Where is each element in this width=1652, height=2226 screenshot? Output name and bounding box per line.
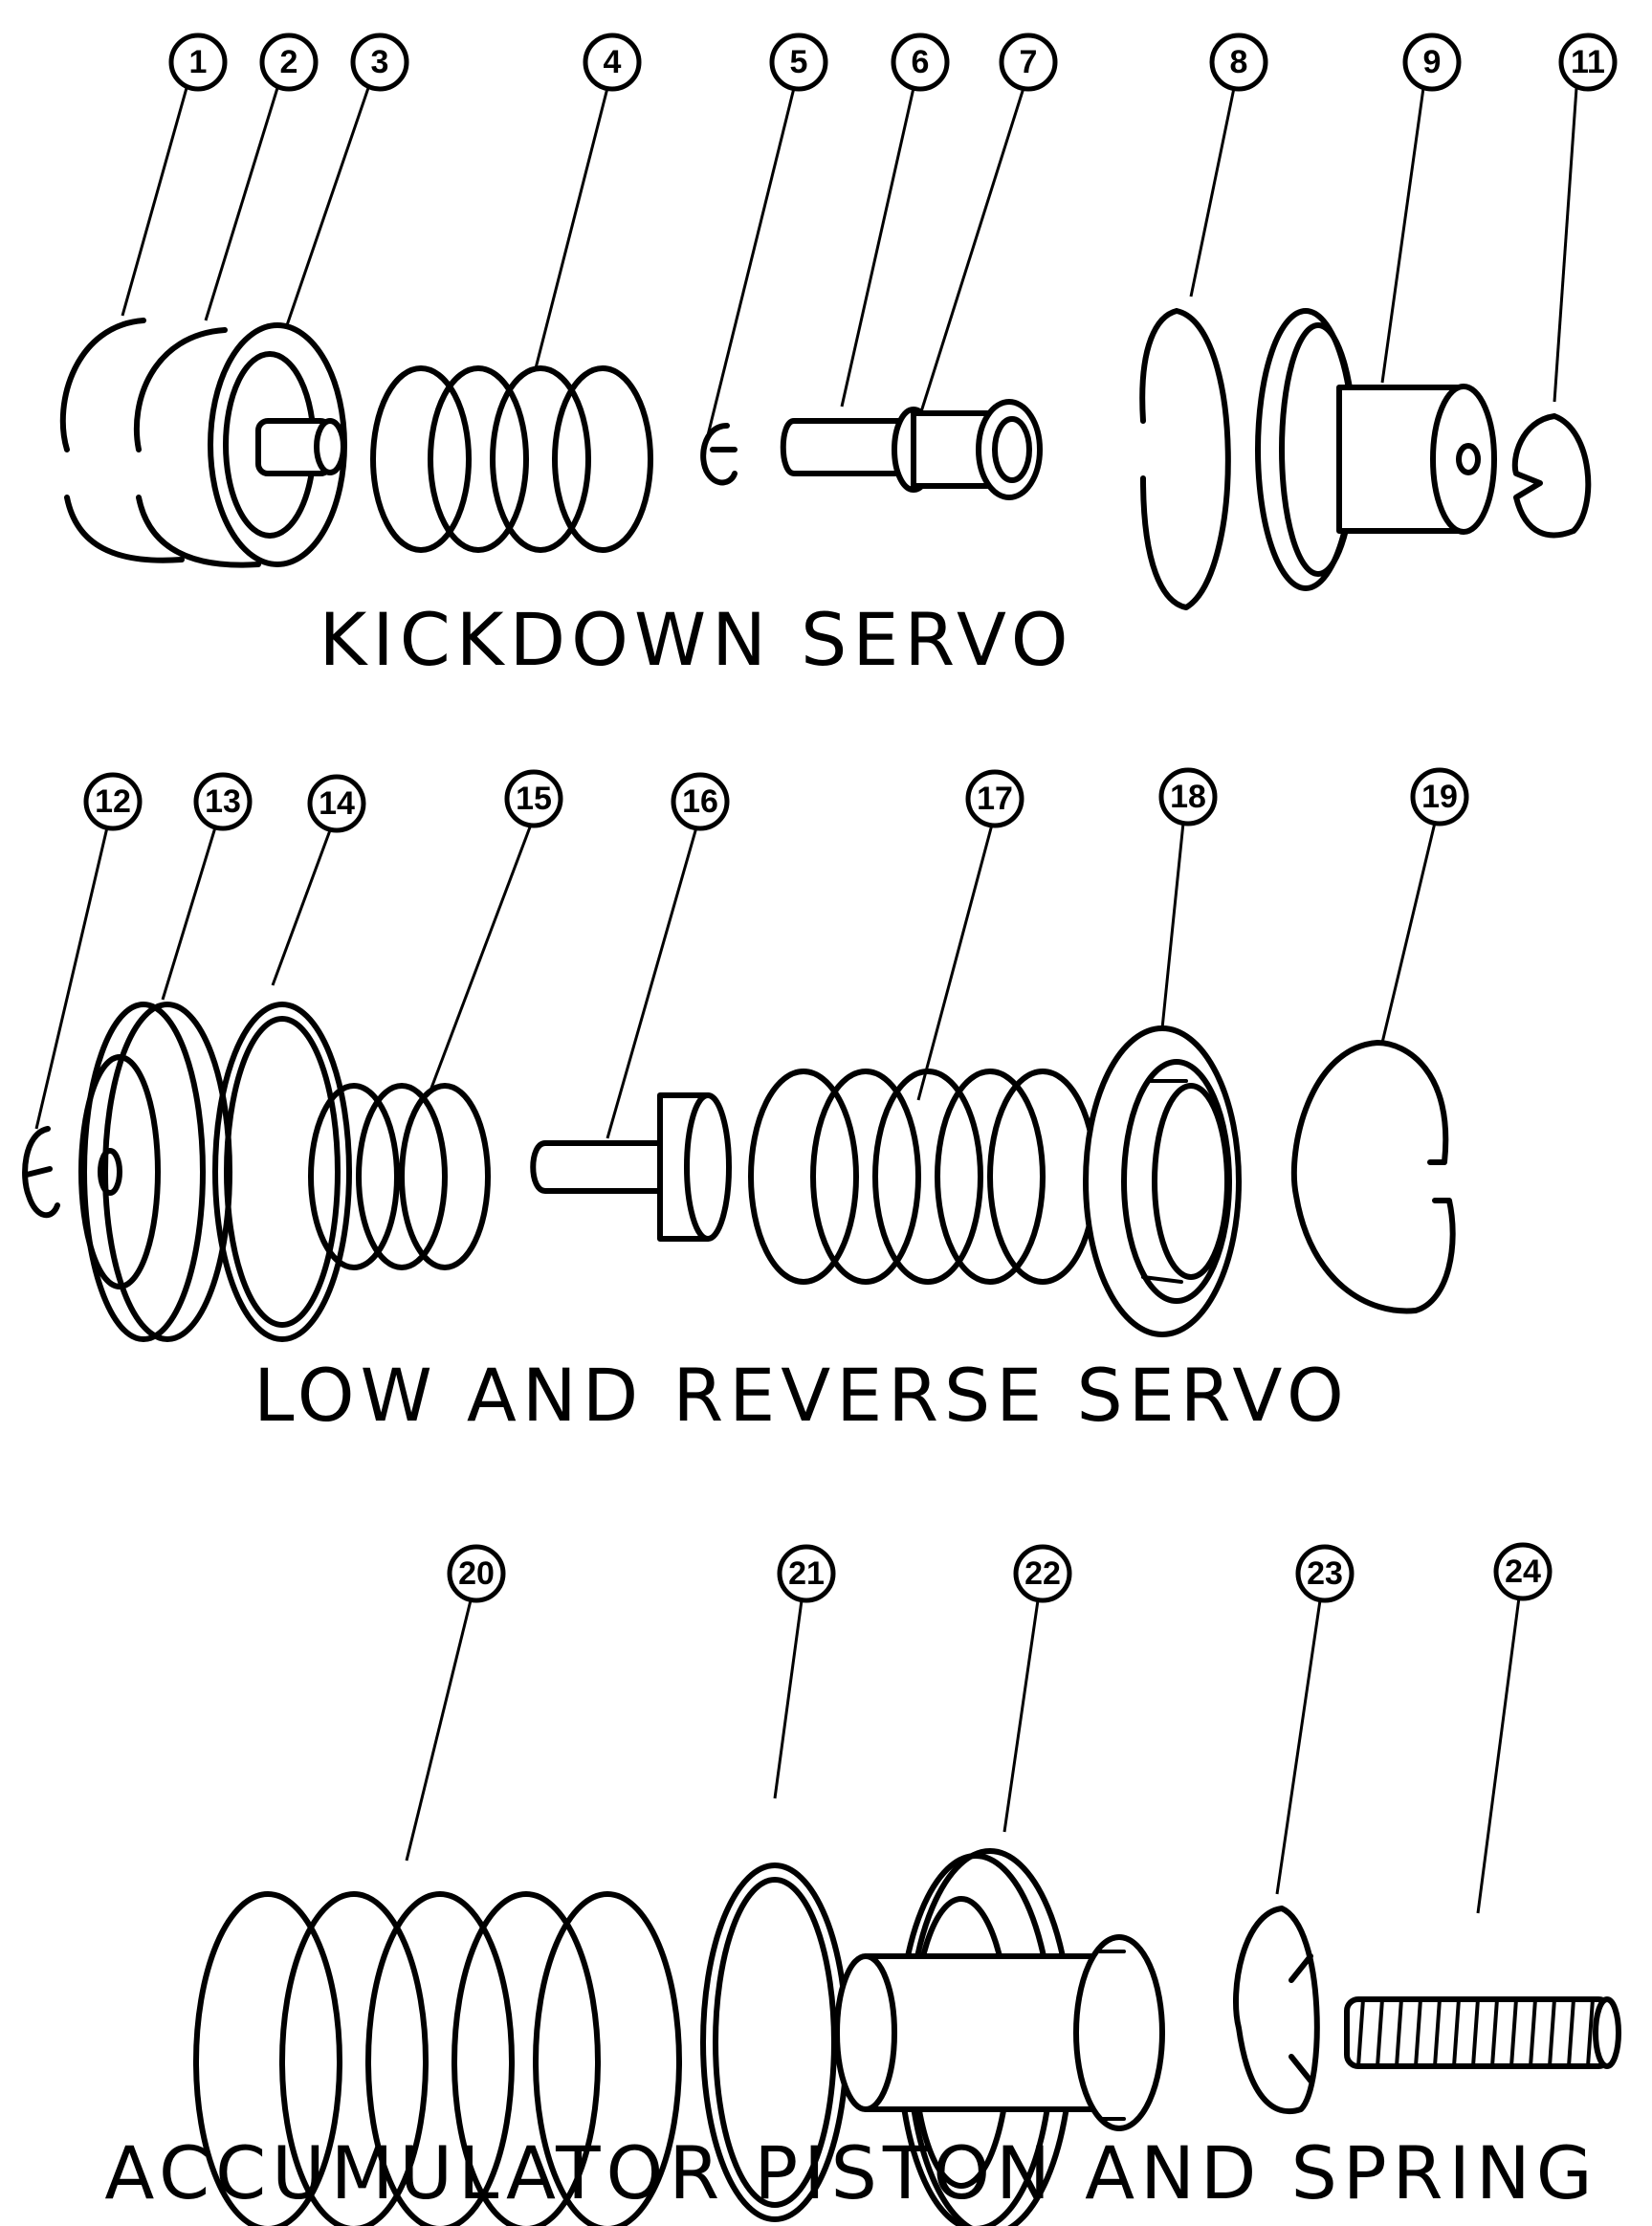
svg-text:6: 6 [912,44,930,80]
svg-text:16: 16 [682,783,718,820]
low-reverse-piston-13 [78,1002,232,1342]
accumulator-spring-24 [1344,1996,1621,2069]
kickdown-callouts: 1 2 3 4 5 6 7 8 9 11 [168,33,1618,92]
callout-8: 8 [1209,33,1268,92]
svg-text:2: 2 [280,44,298,80]
accumulator-leaders [405,1597,1521,1914]
low-reverse-retainer-18 [1083,1025,1242,1337]
svg-text:19: 19 [1421,779,1458,815]
accumulator-piston-22 [834,1848,1165,2226]
svg-text:22: 22 [1024,1555,1061,1592]
svg-text:7: 7 [1020,44,1038,80]
callout-24: 24 [1493,1542,1553,1601]
low-reverse-callouts: 12 13 14 15 16 17 18 19 [83,767,1469,833]
svg-text:18: 18 [1170,779,1206,815]
callout-6: 6 [891,33,950,92]
kickdown-leaders [121,87,1578,436]
callout-3: 3 [350,33,409,92]
kickdown-piston-rod-6 [780,418,902,476]
callout-2: 2 [259,33,319,92]
callout-16: 16 [671,772,730,831]
svg-text:20: 20 [458,1555,495,1592]
kickdown-snap-ring-11 [1511,413,1592,539]
kickdown-rod-retainer-7 [892,399,1043,500]
accumulator-snap-ring-23 [1233,1906,1320,2115]
svg-text:21: 21 [788,1555,825,1592]
callout-23: 23 [1295,1544,1355,1603]
low-reverse-piston-plug-16 [530,1092,732,1242]
accumulator-spring-20 [193,1891,682,2226]
callout-17: 17 [965,769,1024,828]
svg-text:8: 8 [1230,44,1248,80]
kickdown-snap-ring-1 [59,318,185,563]
kickdown-seal-ring-2 [133,327,261,568]
low-reverse-snap-ring-19 [1290,1040,1456,1314]
svg-text:11: 11 [1571,44,1605,80]
low-reverse-seal-14 [212,1002,352,1342]
kickdown-e-clip-5 [700,423,738,486]
svg-text:5: 5 [790,44,808,80]
callout-20: 20 [447,1544,506,1603]
callout-15: 15 [504,769,563,828]
svg-text:17: 17 [977,781,1013,817]
low-reverse-spring-15 [308,1083,491,1270]
kickdown-piston-spring-4 [370,365,653,553]
callout-4: 4 [583,33,642,92]
low-reverse-snap-ring-12 [22,1126,60,1219]
callout-5: 5 [769,33,828,92]
svg-text:23: 23 [1307,1555,1343,1592]
accumulator-callouts: 20 21 22 23 24 [447,1542,1553,1603]
svg-text:3: 3 [371,44,389,80]
kickdown-servo-title: KICKDOWN SERVO [319,597,1073,682]
callout-12: 12 [83,772,143,831]
callout-9: 9 [1402,33,1462,92]
callout-11: 11 [1558,33,1618,92]
svg-text:12: 12 [95,783,131,820]
callout-21: 21 [777,1544,836,1603]
svg-text:4: 4 [604,44,622,80]
accumulator-group: 20 21 22 23 24 ACCUMULATOR PISTON AND SP… [104,1542,1621,2226]
low-reverse-spring-17 [748,1069,1098,1285]
callout-19: 19 [1410,767,1469,826]
kickdown-servo-group: 1 2 3 4 5 6 7 8 9 11 KICKDOWN SERVO [59,33,1618,682]
callout-18: 18 [1158,767,1218,826]
low-reverse-leaders [34,822,1437,1139]
svg-text:1: 1 [189,44,208,80]
accumulator-title: ACCUMULATOR PISTON AND SPRING [104,2130,1597,2215]
callout-13: 13 [193,772,253,831]
low-reverse-servo-title: LOW AND REVERSE SERVO [253,1353,1350,1438]
svg-text:24: 24 [1505,1554,1541,1590]
callout-7: 7 [999,33,1058,92]
svg-text:9: 9 [1423,44,1442,80]
callout-14: 14 [307,774,366,833]
kickdown-piston-9 [1255,308,1497,591]
svg-text:15: 15 [516,781,552,817]
callout-22: 22 [1013,1544,1072,1603]
low-reverse-servo-group: 12 13 14 15 16 17 18 19 LOW AND REVERSE … [22,767,1469,1438]
svg-text:14: 14 [319,785,355,822]
callout-1: 1 [168,33,228,92]
kickdown-piston-rod-guide-3 [208,322,347,567]
kickdown-snap-ring-8 [1139,308,1231,610]
svg-text:13: 13 [205,783,241,820]
